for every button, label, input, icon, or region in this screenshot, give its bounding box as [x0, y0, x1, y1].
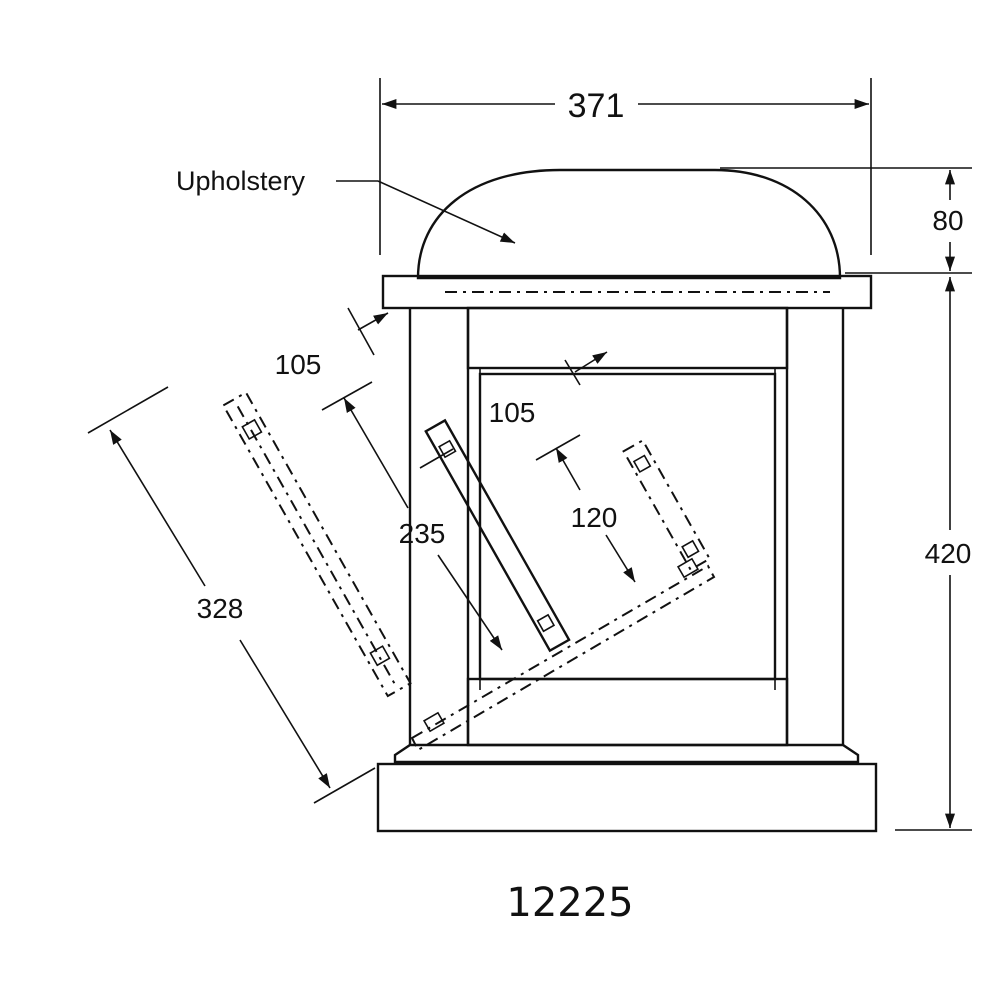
dimension-upholstery-height: 80	[720, 167, 972, 274]
dimension-left-panel-value: 328	[197, 593, 244, 624]
hinge-strip	[410, 557, 716, 752]
dimension-width-value: 371	[568, 87, 625, 125]
dimension-upholstery-height-value: 80	[932, 205, 963, 236]
model-number: 12225	[506, 880, 633, 926]
upholstery-cushion	[416, 168, 842, 280]
upholstery-label: Upholstery	[176, 166, 306, 196]
dimension-width: 371	[379, 78, 872, 255]
dimension-body-height: 420	[895, 277, 972, 831]
dimension-right-offset: 105	[489, 351, 608, 428]
dimension-right-panel: 120	[535, 434, 636, 583]
dimension-middle-panel-value: 235	[399, 518, 446, 549]
base-plinth	[376, 743, 878, 833]
middle-panel	[424, 418, 571, 653]
left-panel	[221, 391, 412, 698]
upholstery-callout: Upholstery	[176, 166, 516, 244]
dimension-right-panel-value: 120	[571, 502, 618, 533]
right-panel	[622, 439, 712, 572]
dimension-body-height-value: 420	[925, 538, 972, 569]
dimension-right-offset-value: 105	[489, 397, 536, 428]
dimension-left-panel: 328	[87, 386, 376, 804]
dimension-left-offset: 105	[275, 307, 389, 380]
ottoman-body	[408, 306, 845, 747]
dimension-middle-panel: 235	[321, 381, 503, 651]
dimension-left-offset-value: 105	[275, 349, 322, 380]
top-frame	[381, 274, 873, 310]
